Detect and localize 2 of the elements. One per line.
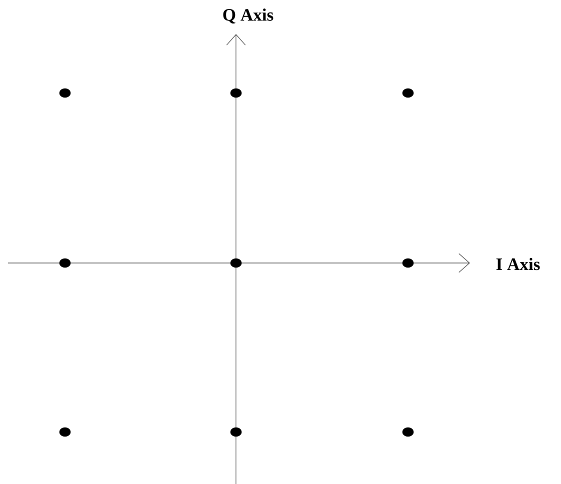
axis-label: I Axis: [496, 258, 540, 270]
axis-label: Q Axis: [223, 8, 274, 24]
